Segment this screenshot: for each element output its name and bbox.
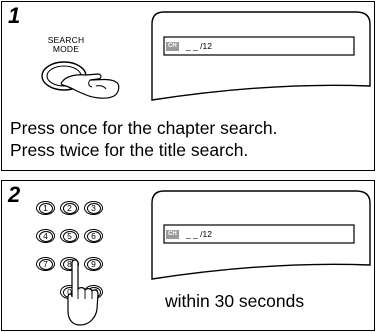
- key-2[interactable]: 2: [60, 201, 79, 215]
- step-number: 2: [8, 182, 21, 207]
- chapter-value: _ _ /12: [186, 229, 212, 239]
- key-4[interactable]: 4: [36, 229, 55, 243]
- key-3[interactable]: 3: [84, 201, 103, 215]
- chapter-badge: CH: [166, 42, 179, 51]
- key-7[interactable]: 7: [36, 257, 55, 271]
- chapter-value: _ _ /12: [186, 41, 212, 51]
- key-9[interactable]: 9: [84, 257, 103, 271]
- key-label: 3: [86, 202, 101, 214]
- key-label: 6: [86, 230, 101, 242]
- step-1-panel: 1 SEARCH MODE CH _ _ /12 Press once for …: [1, 1, 375, 171]
- key-label: 7: [38, 258, 53, 270]
- key-6[interactable]: 6: [84, 229, 103, 243]
- instruction-chapter: Press once for the chapter search.: [10, 118, 278, 138]
- pointing-hand-icon: [60, 73, 120, 99]
- instruction-title: Press twice for the title search.: [10, 140, 249, 160]
- key-label: 5: [62, 230, 77, 242]
- chapter-badge: CH: [166, 230, 179, 239]
- tv-screen: [151, 11, 371, 101]
- time-limit-note: within 30 seconds: [165, 291, 305, 311]
- step-2-panel: 2 1 2 3 4 5 6 7 8 9 0 10 CH _ _ /12 with…: [1, 180, 375, 331]
- key-1[interactable]: 1: [36, 201, 55, 215]
- pointing-hand-icon: [67, 259, 99, 326]
- key-label: 4: [38, 230, 53, 242]
- search-mode-button[interactable]: [40, 58, 130, 104]
- key-label: 9: [86, 258, 101, 270]
- tv-screen: [151, 190, 371, 280]
- search-mode-label-line1: SEARCH: [47, 35, 85, 45]
- key-label: 2: [62, 202, 77, 214]
- search-mode-label-line2: MODE: [52, 44, 80, 54]
- step-number: 1: [8, 3, 21, 28]
- key-5[interactable]: 5: [60, 229, 79, 243]
- key-label: 1: [38, 202, 53, 214]
- search-mode-label: SEARCH MODE: [36, 36, 96, 54]
